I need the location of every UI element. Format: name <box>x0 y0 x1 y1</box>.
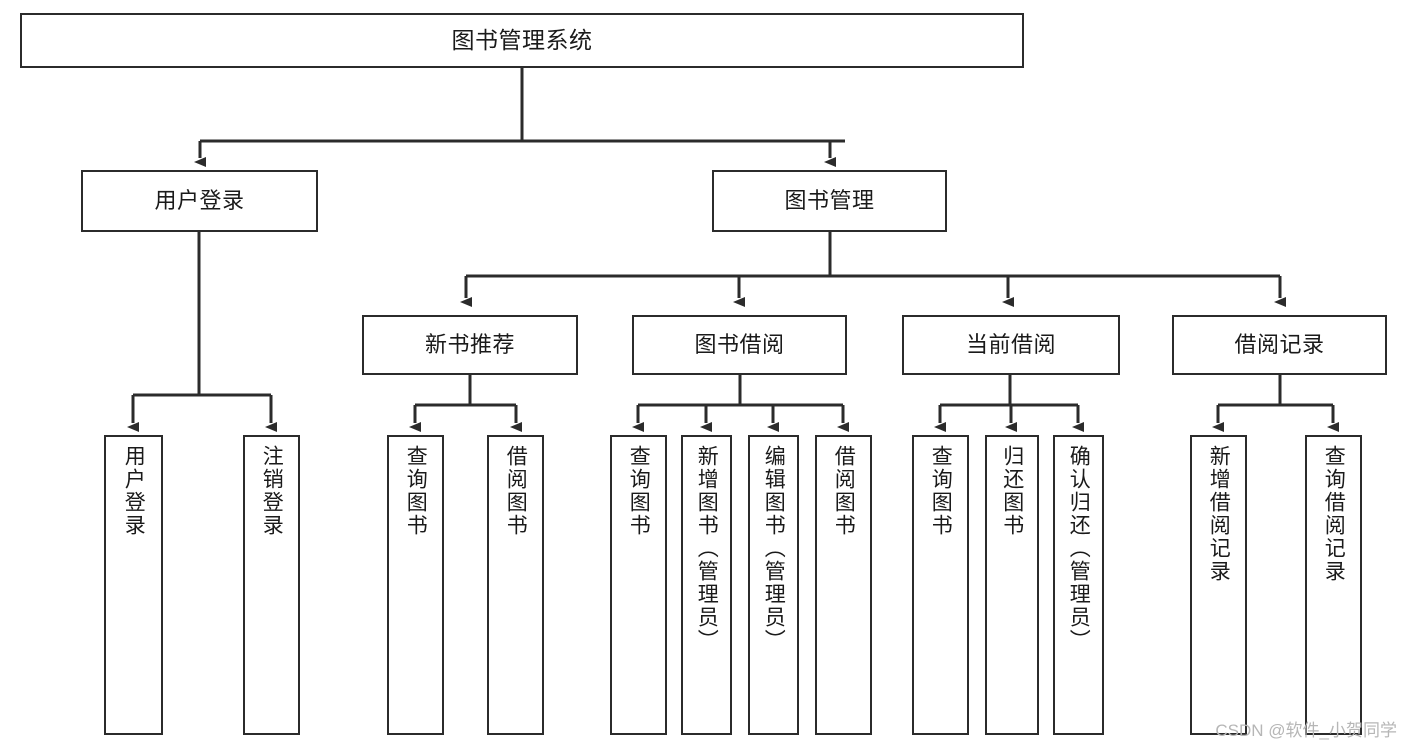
node-book-management-label: 图书管理 <box>784 187 875 213</box>
leaf-query-book-current[interactable]: 查询图书 <box>912 435 969 735</box>
node-root-label: 图书管理系统 <box>451 26 593 53</box>
leaf-logout[interactable]: 注销登录 <box>243 435 300 735</box>
leaf-edit-book-admin[interactable]: 编辑图书（管理员） <box>748 435 799 735</box>
leaf-add-borrow-record[interactable]: 新增借阅记录 <box>1190 435 1247 735</box>
leaf-borrow-book-recommend[interactable]: 借阅图书 <box>487 435 544 735</box>
leaf-edit-book-admin-label: 编辑图书（管理员） <box>762 445 786 652</box>
node-user-login-label: 用户登录 <box>154 187 245 213</box>
node-book-borrow-label: 图书借阅 <box>694 331 785 357</box>
leaf-borrow-book-label: 借阅图书 <box>832 445 856 537</box>
node-borrow-record[interactable]: 借阅记录 <box>1172 315 1387 375</box>
watermark: CSDN @软件_小贺同学 <box>1215 721 1397 740</box>
leaf-user-login-label: 用户登录 <box>122 445 146 537</box>
leaf-query-borrow-record[interactable]: 查询借阅记录 <box>1305 435 1362 735</box>
leaf-return-book-label: 归还图书 <box>1000 445 1024 537</box>
leaf-query-book-borrow-label: 查询图书 <box>627 445 651 537</box>
leaf-query-borrow-record-label: 查询借阅记录 <box>1322 445 1346 583</box>
node-user-login[interactable]: 用户登录 <box>81 170 318 232</box>
node-current-borrow[interactable]: 当前借阅 <box>902 315 1120 375</box>
leaf-query-book-borrow[interactable]: 查询图书 <box>610 435 667 735</box>
leaf-borrow-book[interactable]: 借阅图书 <box>815 435 872 735</box>
leaf-add-book-admin[interactable]: 新增图书（管理员） <box>681 435 732 735</box>
node-current-borrow-label: 当前借阅 <box>965 331 1056 357</box>
leaf-user-login[interactable]: 用户登录 <box>104 435 163 735</box>
node-new-book-recommend-label: 新书推荐 <box>424 331 515 357</box>
leaf-add-book-admin-label: 新增图书（管理员） <box>695 445 719 652</box>
leaf-return-book[interactable]: 归还图书 <box>985 435 1039 735</box>
leaf-confirm-return-admin[interactable]: 确认归还（管理员） <box>1053 435 1104 735</box>
leaf-query-book-current-label: 查询图书 <box>929 445 953 537</box>
leaf-borrow-book-recommend-label: 借阅图书 <box>504 445 528 537</box>
leaf-confirm-return-admin-label: 确认归还（管理员） <box>1067 445 1091 652</box>
leaf-add-borrow-record-label: 新增借阅记录 <box>1207 445 1231 583</box>
leaf-query-book-recommend[interactable]: 查询图书 <box>387 435 444 735</box>
node-new-book-recommend[interactable]: 新书推荐 <box>362 315 578 375</box>
leaf-logout-label: 注销登录 <box>260 445 284 537</box>
node-root[interactable]: 图书管理系统 <box>20 13 1024 68</box>
node-book-borrow[interactable]: 图书借阅 <box>632 315 847 375</box>
node-book-management[interactable]: 图书管理 <box>712 170 947 232</box>
node-borrow-record-label: 借阅记录 <box>1234 331 1325 357</box>
leaf-query-book-recommend-label: 查询图书 <box>404 445 428 537</box>
